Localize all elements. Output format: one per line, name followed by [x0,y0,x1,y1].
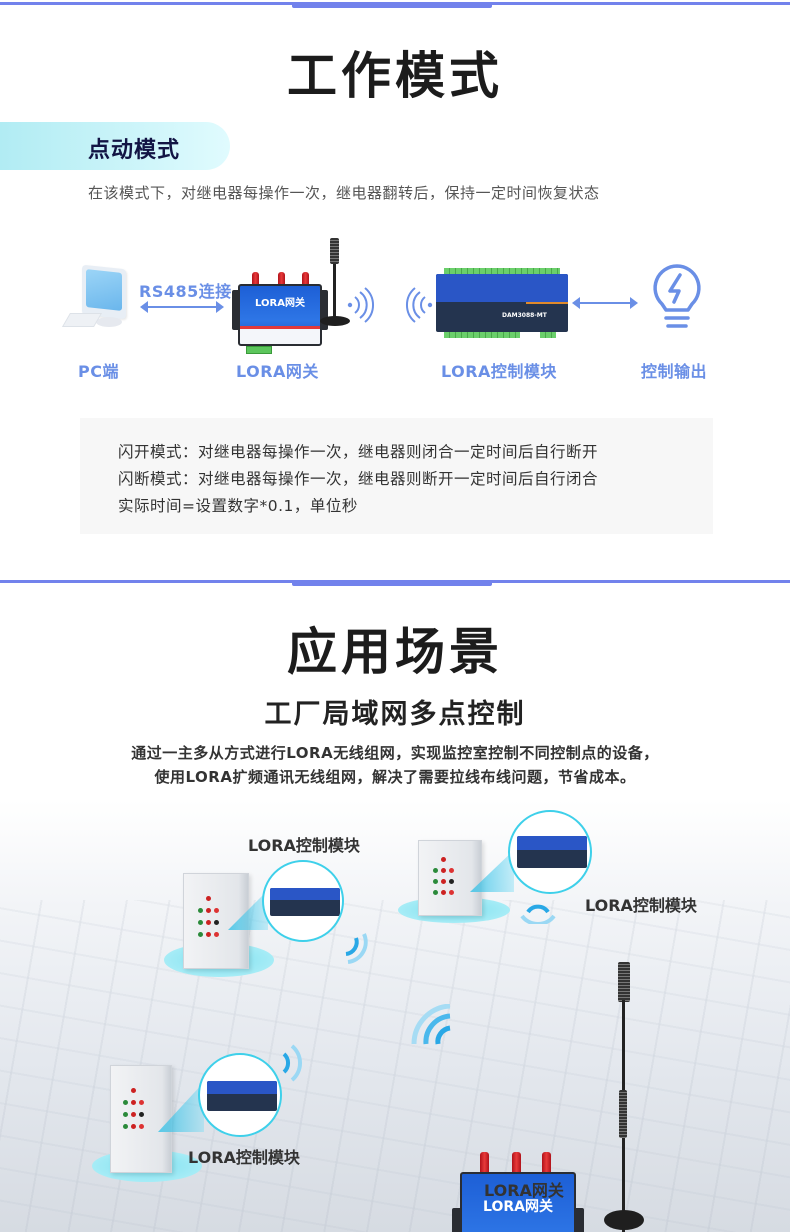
mode-description: 在该模式下，对继电器每操作一次，继电器翻转后，保持一定时间恢复状态 [88,184,600,202]
lora-gateway-device [452,1152,586,1232]
control-cabinet [110,1065,172,1173]
factory-scene: LORA控制模块 LORA控制模块 [0,800,790,1232]
module-zoom-circle [508,810,592,894]
module-zoom-circle [262,860,344,942]
gateway-device-title: LORA网关 [255,298,305,309]
top-divider-tab [292,2,492,8]
scene-gateway-device-title: LORA网关 [483,1199,553,1215]
scene-gateway-label: LORA网关 [484,1181,564,1200]
lora-gateway-device: LORA网关 [232,270,332,360]
wireless-signal-icon [520,904,556,924]
scene-module-label-2: LORA控制模块 [585,896,697,915]
module-device-model: DAM3088-MT [502,312,547,319]
scene-module-label-3: LORA控制模块 [188,1148,300,1167]
gateway-label: LORA网关 [236,362,319,381]
lora-control-module-device: DAM3088-MT [436,268,568,340]
double-arrow-icon [140,301,224,313]
lightbulb-bolt-icon [653,264,701,328]
antenna [333,238,336,320]
notes-box: 闪开模式：对继电器每操作一次，继电器则闭合一定时间后自行断开 闪断模式：对继电器… [80,418,713,534]
scene-module-label-1: LORA控制模块 [248,836,360,855]
note-flash-close: 闪断模式：对继电器每操作一次，继电器则断开一定时间后自行闭合 [118,470,599,488]
module-zoom-circle [198,1053,282,1137]
note-actual-time: 实际时间=设置数字*0.1，单位秒 [118,497,358,515]
scenario-desc-line-2: 使用LORA扩频通讯无线组网，解决了需要拉线布线问题，节省成本。 [154,768,636,786]
double-arrow-icon [572,297,638,309]
wireless-signal-icon [282,1044,303,1082]
module-label: LORA控制模块 [441,362,557,381]
scenario-desc-line-1: 通过一主多从方式进行LORA无线组网，实现监控室控制不同控制点的设备， [131,744,659,762]
wireless-signal-icon [405,287,433,323]
gateway-body: LORA网关 [460,1172,576,1232]
wireless-signal-icon [411,1004,451,1045]
wireless-signal-icon [347,287,375,323]
mode-name: 点动模式 [88,138,181,163]
pc-label: PC端 [78,362,119,381]
scenario-subtitle: 工厂局域网多点控制 [264,699,526,730]
pc-icon [61,263,134,338]
mode-pill: 点动模式 [0,122,230,170]
rs485-label: RS485连接 [139,282,232,301]
control-cabinet [418,840,482,916]
note-flash-open: 闪开模式：对继电器每操作一次，继电器则闭合一定时间后自行断开 [118,443,599,461]
section-title-scenarios: 应用场景 [287,623,503,681]
output-label: 控制输出 [641,362,708,381]
section-divider-tab [292,580,492,586]
section-title-work-mode: 工作模式 [287,47,503,105]
wireless-signal-icon [345,933,368,964]
